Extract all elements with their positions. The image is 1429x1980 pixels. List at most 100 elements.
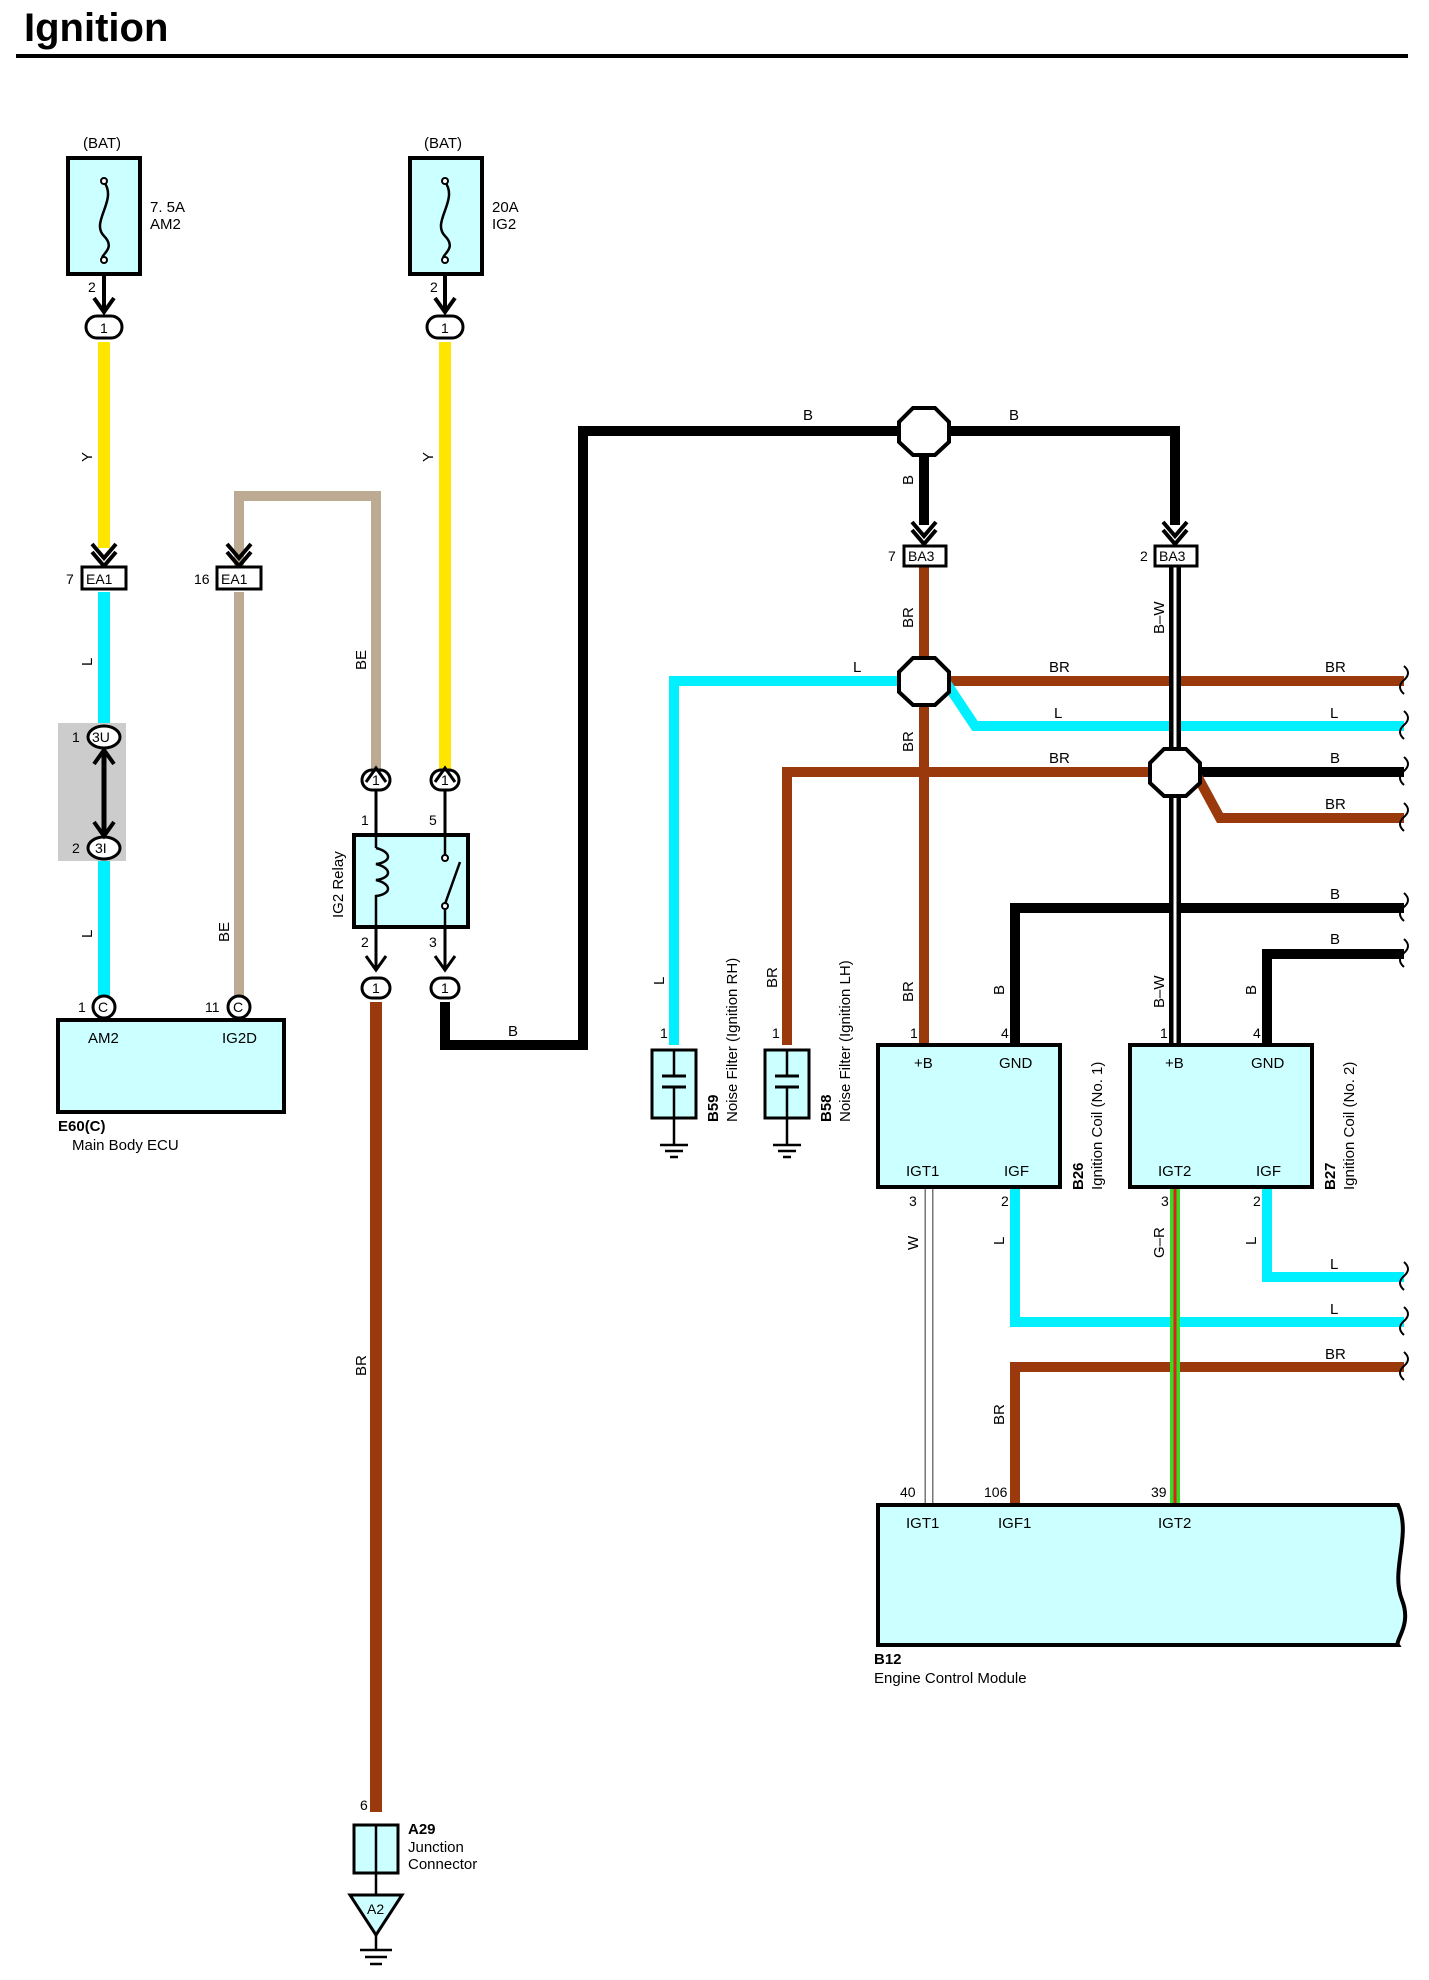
svg-text:39: 39 (1151, 1484, 1167, 1500)
svg-text:7: 7 (66, 571, 74, 587)
svg-text:4: 4 (1253, 1025, 1261, 1041)
fuse-am2: (BAT) 7. 5A AM2 2 (66, 135, 185, 295)
svg-text:1: 1 (441, 320, 449, 336)
svg-text:B: B (1330, 886, 1340, 903)
svg-text:BE: BE (216, 922, 233, 942)
svg-text:B: B (900, 475, 917, 485)
svg-text:BR: BR (1049, 750, 1070, 767)
wire-br-igf1 (1010, 1362, 1404, 1505)
svg-text:GND: GND (1251, 1055, 1285, 1072)
svg-text:Noise Filter (Ignition RH): Noise Filter (Ignition RH) (724, 958, 741, 1122)
svg-text:3: 3 (909, 1193, 917, 1209)
svg-text:BA3: BA3 (1159, 548, 1186, 564)
svg-text:1: 1 (361, 812, 369, 828)
svg-text:B: B (1330, 750, 1340, 767)
svg-text:1: 1 (772, 1025, 780, 1041)
svg-text:IG2D: IG2D (222, 1030, 257, 1047)
svg-text:G–R: G–R (1151, 1227, 1168, 1258)
svg-text:Ignition Coil (No. 2): Ignition Coil (No. 2) (1341, 1062, 1358, 1190)
wire-br-b58 (782, 767, 1175, 1045)
svg-text:3U: 3U (92, 729, 110, 745)
ignition-coil-b27: 1 4 +B GND IGT2 IGF 3 2 B27 Ignition Coi… (1128, 1025, 1358, 1209)
main-body-ecu: C 1 C 11 AM2 IG2D E60(C) Main Body ECU (56, 994, 286, 1154)
wire-l-igf-b27 (1262, 1187, 1404, 1282)
svg-text:IGT2: IGT2 (1158, 1163, 1191, 1180)
junction-connector-a29: 6 A29 Junction Connector A2 (347, 1797, 477, 1966)
svg-text:EA1: EA1 (221, 571, 248, 587)
svg-text:11: 11 (205, 999, 220, 1015)
svg-text:Y: Y (420, 452, 437, 462)
svg-text:BR: BR (900, 981, 917, 1002)
svg-text:5: 5 (429, 812, 437, 828)
svg-text:Connector: Connector (408, 1856, 477, 1873)
svg-text:Ignition Coil (No. 1): Ignition Coil (No. 1) (1089, 1062, 1106, 1190)
svg-text:W: W (905, 1235, 922, 1250)
connector-ba3-2: BA3 2 (1140, 520, 1199, 568)
splice-lower (1148, 747, 1202, 798)
svg-text:Engine Control Module: Engine Control Module (874, 1670, 1027, 1687)
svg-text:L: L (1054, 705, 1062, 722)
svg-text:L: L (991, 1237, 1008, 1245)
page-title: Ignition (24, 6, 169, 50)
svg-text:6: 6 (360, 1797, 368, 1813)
svg-text:L: L (79, 930, 96, 938)
svg-text:3: 3 (429, 934, 437, 950)
svg-text:BR: BR (1325, 796, 1346, 813)
svg-text:4: 4 (1001, 1025, 1009, 1041)
svg-text:7: 7 (888, 548, 896, 564)
svg-text:BR: BR (900, 607, 917, 628)
svg-text:1: 1 (441, 980, 449, 996)
svg-text:1: 1 (1160, 1025, 1168, 1041)
wire-br-mid-right (1175, 767, 1404, 823)
svg-text:BR: BR (1325, 1346, 1346, 1363)
svg-text:BR: BR (1325, 659, 1346, 676)
svg-text:7. 5A: 7. 5A (150, 199, 185, 216)
svg-text:IG2 Relay: IG2 Relay (330, 851, 347, 918)
svg-text:16: 16 (194, 571, 210, 587)
svg-text:B26: B26 (1070, 1162, 1087, 1190)
noise-filter-b58: 1 B58 Noise Filter (Ignition LH) (763, 960, 854, 1159)
splice-mid (897, 656, 951, 707)
wire-b-gnd-b26 (1010, 903, 1404, 1045)
svg-text:B–W: B–W (1151, 975, 1168, 1008)
svg-text:A29: A29 (408, 1821, 436, 1838)
svg-text:BE: BE (353, 650, 370, 670)
svg-text:1: 1 (372, 980, 380, 996)
svg-text:BR: BR (991, 1404, 1008, 1425)
engine-control-module: 40 106 39 IGT1 IGF1 IGT2 B12 Engine Cont… (874, 1484, 1408, 1687)
svg-text:IGT1: IGT1 (906, 1515, 939, 1532)
svg-text:IG2: IG2 (492, 216, 516, 233)
svg-text:A2: A2 (367, 1901, 384, 1917)
svg-text:40: 40 (900, 1484, 916, 1500)
svg-text:B12: B12 (874, 1651, 902, 1668)
svg-text:EA1: EA1 (86, 571, 113, 587)
wire-labels: Y Y L L BE BE BR B B B B BR B–W L BR BR … (79, 407, 1346, 1425)
svg-text:+B: +B (1165, 1055, 1184, 1072)
svg-text:Y: Y (79, 452, 96, 462)
ig2-relay: 1 1 1 5 IG2 Relay 2 3 1 1 (330, 765, 470, 1000)
wire-be-relay (234, 491, 381, 775)
svg-text:2: 2 (361, 934, 369, 950)
svg-text:BR: BR (353, 1355, 370, 1376)
svg-text:AM2: AM2 (150, 216, 181, 233)
svg-text:IGF: IGF (1256, 1163, 1281, 1180)
svg-text:2: 2 (1253, 1193, 1261, 1209)
svg-text:1: 1 (660, 1025, 668, 1041)
ignition-coil-b26: 1 4 +B GND IGT1 IGF 3 2 B26 Ignition Coi… (876, 1025, 1106, 1209)
wire-breaks (1399, 665, 1409, 1381)
wire-b-relay (440, 426, 924, 1050)
svg-text:(BAT): (BAT) (424, 135, 462, 152)
fuse-ig2: (BAT) 20A IG2 2 (408, 135, 519, 295)
svg-text:BR: BR (900, 731, 917, 752)
wire-l-igf-b26 (1010, 1187, 1404, 1327)
svg-text:+B: +B (914, 1055, 933, 1072)
svg-text:3I: 3I (95, 840, 107, 856)
svg-text:IGF1: IGF1 (998, 1515, 1031, 1532)
svg-text:L: L (1330, 705, 1338, 722)
svg-text:1: 1 (372, 772, 380, 788)
svg-text:B: B (991, 985, 1008, 995)
svg-text:1: 1 (72, 729, 80, 745)
svg-text:B: B (1330, 931, 1340, 948)
svg-text:2: 2 (1140, 548, 1148, 564)
